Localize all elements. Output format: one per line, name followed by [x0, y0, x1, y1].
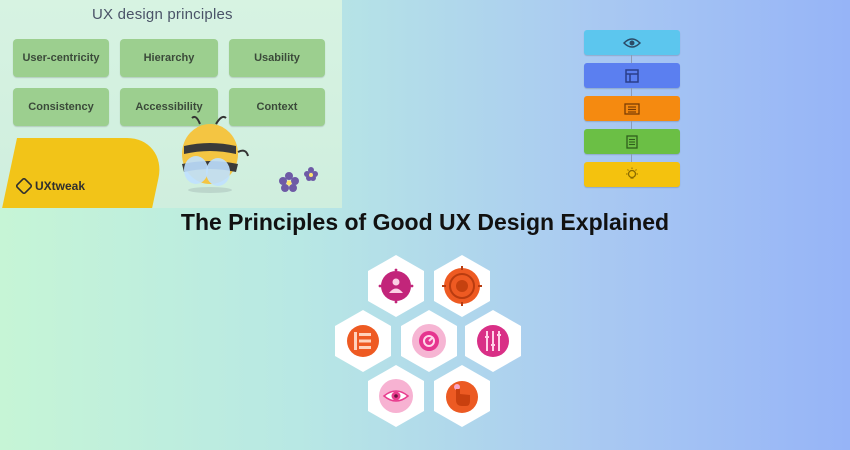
yellow-accent-shape [0, 138, 168, 208]
stack-bar-list [584, 96, 680, 121]
menu-list-icon [354, 332, 371, 350]
page-heading: The Principles of Good UX Design Explain… [180, 209, 670, 235]
stack-bar-document [584, 129, 680, 154]
chip-hierarchy: Hierarchy [120, 39, 218, 77]
eye-icon [623, 37, 641, 48]
brand-name: UXtweak [35, 179, 86, 193]
hexagon-target [431, 254, 493, 318]
hexagon-hand-pointer [431, 364, 493, 428]
flowers-illustration [279, 167, 318, 192]
document-icon [626, 134, 638, 149]
stack-bar-lightbulb [584, 162, 680, 187]
eye-icon [382, 390, 410, 402]
stack-connector [631, 55, 632, 63]
hand-pointer-icon [454, 384, 470, 406]
chip-context: Context [229, 88, 325, 126]
stack-bar-layout [584, 63, 680, 88]
stack-bar-eye [584, 30, 680, 55]
chip-accessibility: Accessibility [120, 88, 218, 126]
lightbulb-icon [626, 167, 638, 179]
user-icon [378, 268, 414, 304]
hexagon-menu-list [332, 309, 394, 373]
hexagon-sliders [462, 309, 524, 373]
sliders-icon [485, 331, 501, 351]
stack-connector [631, 121, 632, 129]
ux-principles-card: UX design principles User-centricity Hie… [0, 0, 342, 208]
chip-consistency: Consistency [13, 88, 109, 126]
gauge-icon [419, 331, 439, 351]
uxtweak-logo: UXtweak [14, 176, 86, 196]
chip-user-centricity: User-centricity [13, 39, 109, 77]
hexagon-eye [365, 364, 427, 428]
uxtweak-logo-icon [14, 176, 34, 196]
hexagon-user [365, 254, 427, 318]
chip-usability: Usability [229, 39, 325, 77]
bee-illustration [182, 115, 249, 193]
target-icon [442, 266, 482, 306]
card-title: UX design principles [92, 6, 233, 23]
layout-icon [625, 68, 639, 83]
stack-connector [631, 88, 632, 96]
list-icon [624, 102, 640, 115]
stack-connector [631, 154, 632, 162]
hexagon-gauge [398, 309, 460, 373]
